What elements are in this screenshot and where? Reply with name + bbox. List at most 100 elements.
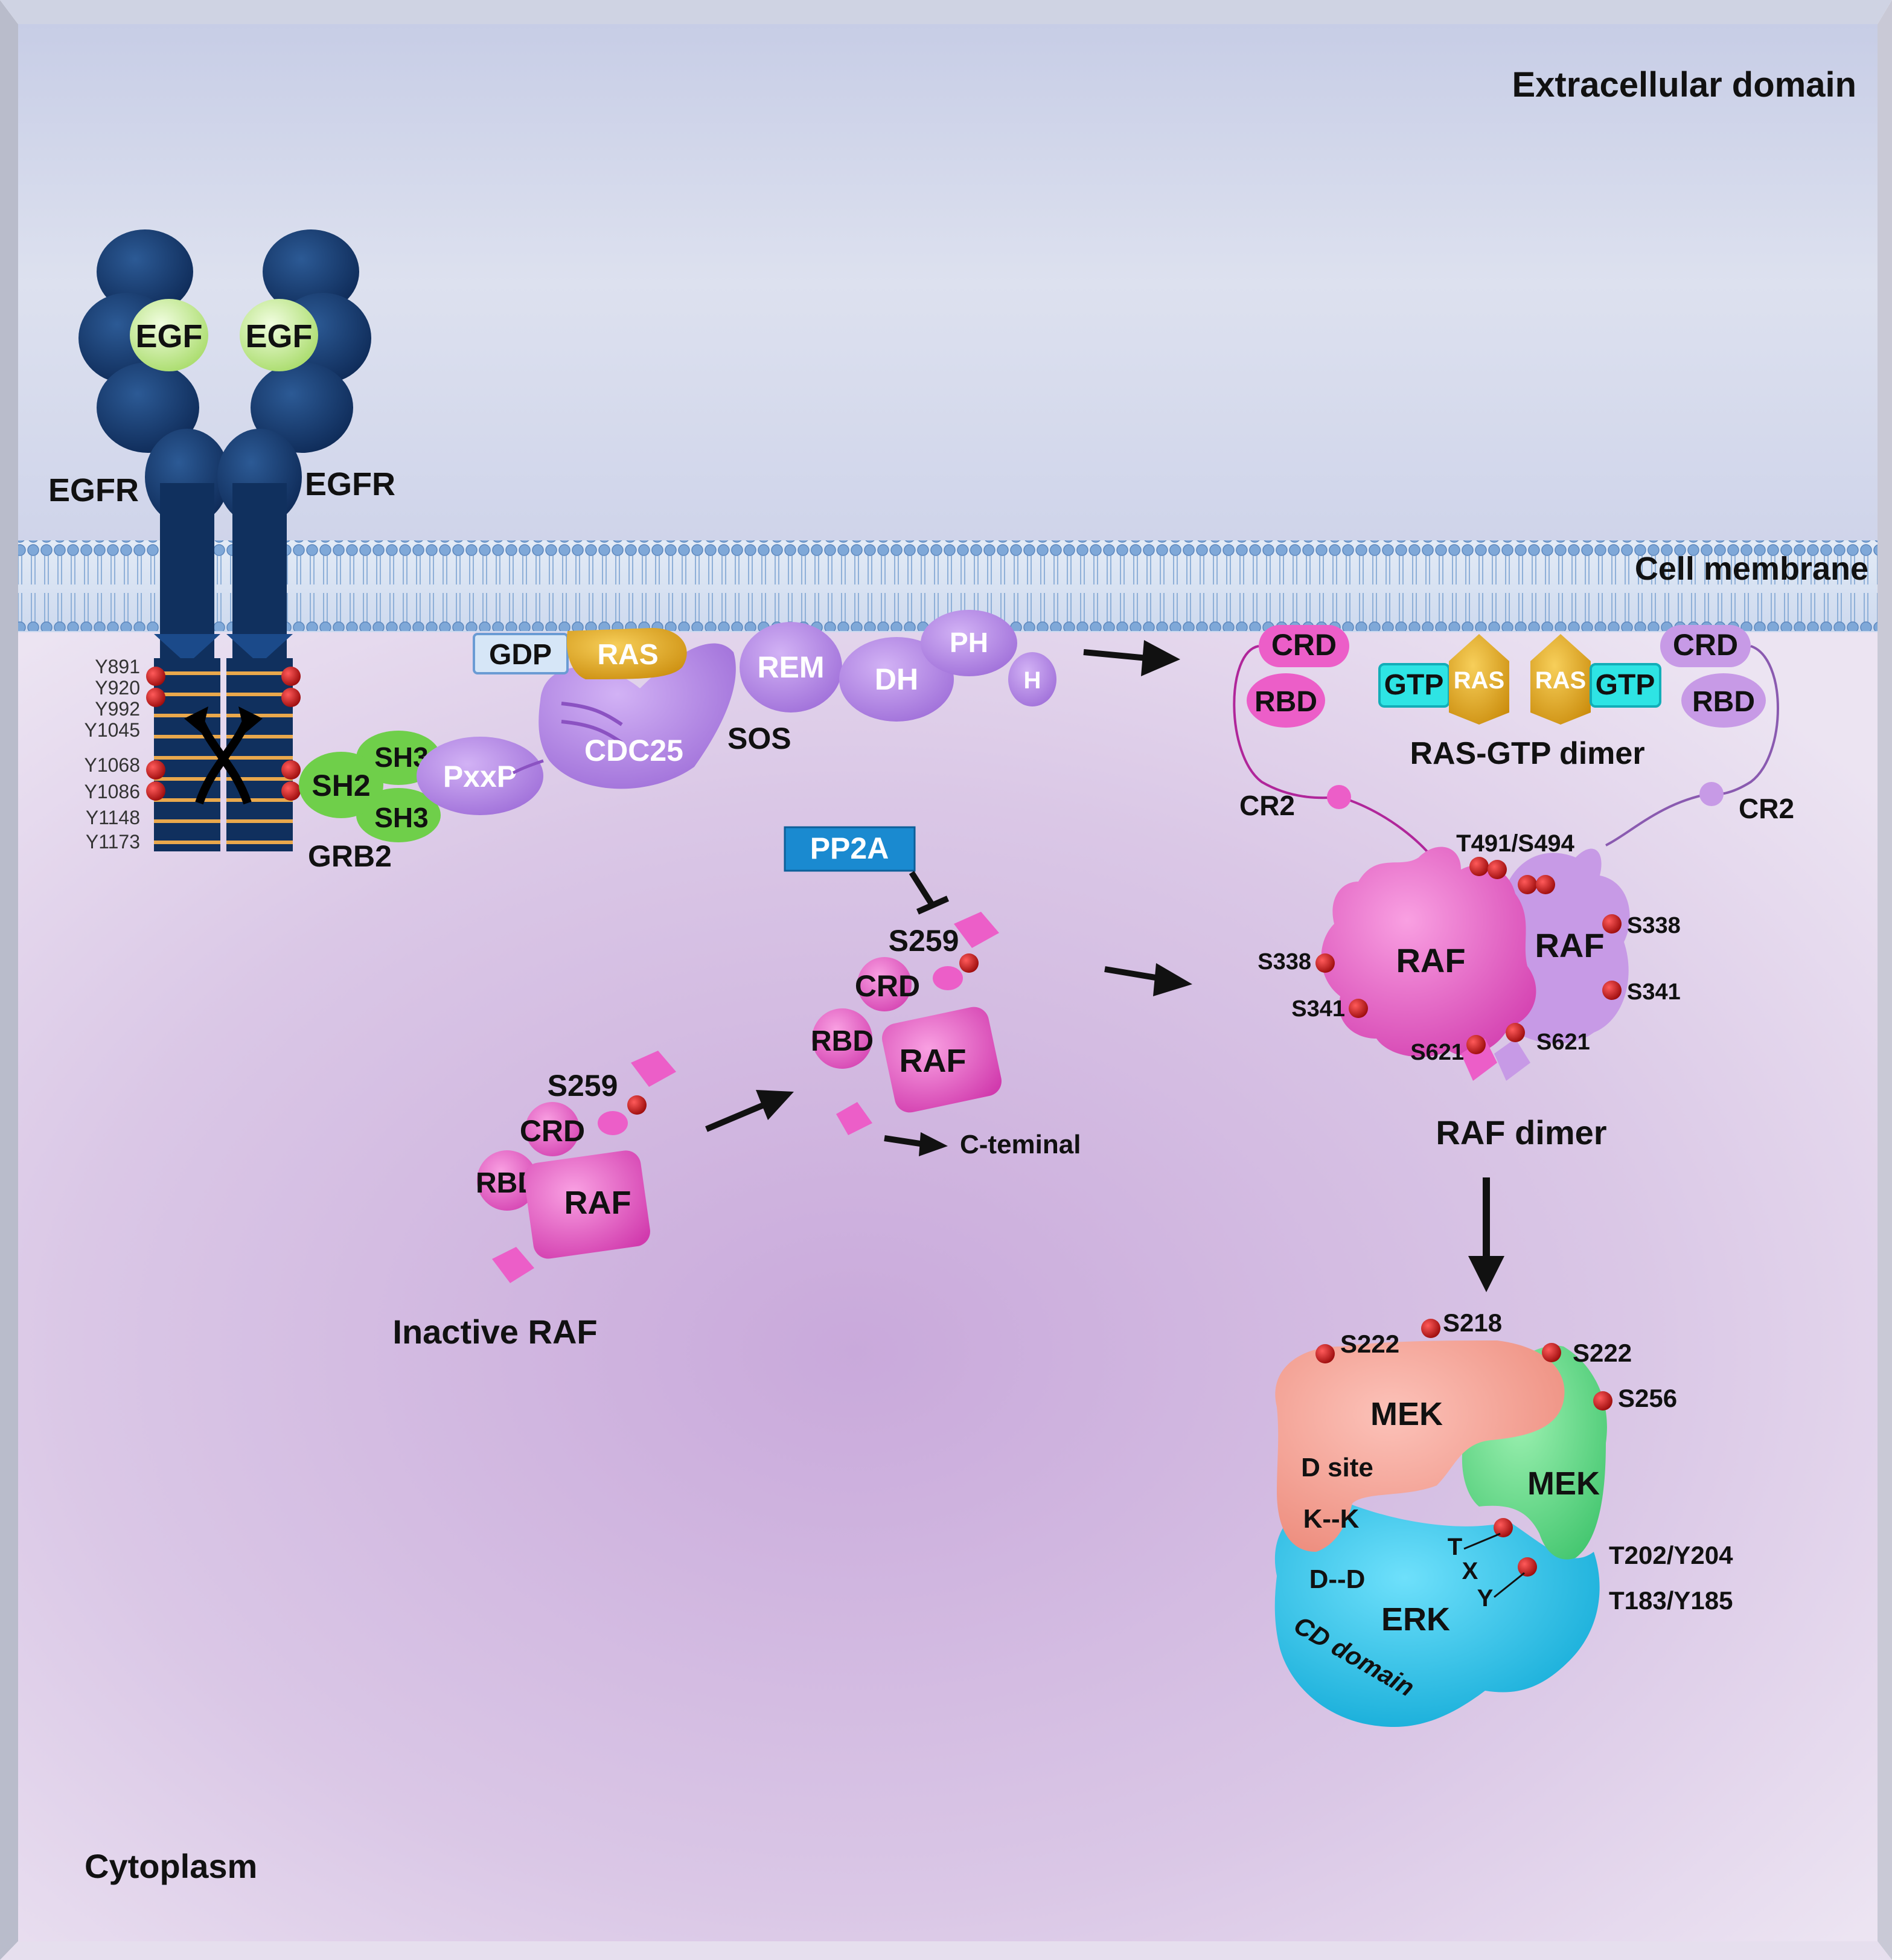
- sos-label: SOS: [727, 722, 791, 755]
- pp2a-inhibition-bar: [916, 895, 950, 915]
- cytoplasm-label: Cytoplasm: [85, 1847, 257, 1885]
- raf-mid-cube-top: [954, 912, 999, 948]
- raf-mid-cterm-label: C-teminal: [960, 1130, 1081, 1159]
- sos-complex: PxxP CDC25 REM DH PH H SOS GDP RAS: [417, 610, 1056, 815]
- erk-dd-label: D--D: [1309, 1564, 1366, 1594]
- raf-mid-s259-dot: [959, 953, 979, 973]
- raf-mid-crd: [857, 957, 912, 1011]
- grb2-adaptor: SH2 SH3 SH3 GRB2: [299, 731, 441, 873]
- sos-linker: [512, 759, 544, 775]
- raf-right-rbd: [1681, 673, 1766, 728]
- raf-left-crd-label: CRD: [1271, 628, 1337, 662]
- raf-mid-s259-label: S259: [889, 924, 959, 958]
- mek-kk-label: K--K: [1303, 1504, 1360, 1534]
- tyrosine-site-y891: Y891: [95, 656, 140, 677]
- frame-bevel-left: [0, 0, 18, 1960]
- gtp-right-label: GTP: [1596, 669, 1655, 701]
- mek-left-label: MEK: [1370, 1396, 1443, 1432]
- mek-site-s218: S218: [1443, 1308, 1502, 1337]
- tyrosine-site-y1148: Y1148: [86, 807, 140, 828]
- raf-inactive-s259-label: S259: [548, 1069, 618, 1103]
- raf-inactive-crd-label: CRD: [520, 1114, 585, 1148]
- membrane-label: Cell membrane: [1635, 551, 1868, 587]
- arrow-raf-to-mek: [1468, 1177, 1504, 1292]
- egfr-left-lobe-1: [97, 229, 193, 314]
- raf-right-s338: S338: [1627, 913, 1681, 938]
- raf-right-crd-label: CRD: [1673, 628, 1738, 662]
- raf-intermediate: S259 CRD RBD RAF C-teminal: [811, 912, 1081, 1159]
- sos-ph-label: PH: [950, 627, 988, 658]
- erk-y-link: [1494, 1572, 1525, 1598]
- cross-arrowhead-left: [184, 706, 208, 734]
- raf-inactive-kinase: [524, 1150, 650, 1259]
- tyrosine-site-y1068: Y1068: [84, 754, 140, 776]
- pp2a: PP2A: [784, 826, 950, 915]
- egfr-left-kinase-top: [154, 634, 220, 664]
- raf-right-cr2-label: CR2: [1739, 793, 1794, 824]
- mek-right-label: MEK: [1527, 1465, 1600, 1502]
- sos-dh: [839, 637, 954, 722]
- mek-site-s222-right: S222: [1573, 1339, 1632, 1367]
- raf-left-rbd: [1247, 673, 1325, 728]
- raf-mid-linker-bead: [933, 966, 963, 990]
- raf-inactive-kinase-label: RAF: [564, 1185, 631, 1221]
- gtp-left-label: GTP: [1384, 669, 1444, 701]
- tyrosine-site-labels: Y891 Y920 Y992 Y1045 Y1068 Y1086 Y1148 Y…: [84, 656, 140, 853]
- mek-site-s222-left: S222: [1340, 1330, 1399, 1358]
- egfr-right-label: EGFR: [305, 466, 395, 502]
- raf-mid-rbd: [812, 1008, 872, 1069]
- erk-x-label: X: [1462, 1558, 1478, 1584]
- sos-rem: [740, 622, 842, 713]
- raf-right-linker: [1605, 645, 1779, 847]
- raf-left-s341: S341: [1291, 996, 1345, 1022]
- egfr-left-label: EGFR: [48, 472, 139, 508]
- pp2a-label: PP2A: [810, 831, 889, 865]
- ras-gdp: [566, 628, 687, 679]
- tyrosine-site-y920: Y920: [95, 677, 140, 699]
- cytoplasm-region: [18, 631, 1878, 1941]
- egf-right-label: EGF: [245, 318, 312, 354]
- frame-bevel-right: [1878, 0, 1892, 1960]
- arrow-raf-to-dimer: [1104, 963, 1192, 996]
- erk-site-t183-y185: T183/Y185: [1609, 1586, 1733, 1615]
- transphosphorylation-arrows: [195, 717, 252, 805]
- ras-gdp-label: RAS: [597, 639, 658, 671]
- raf-right-rbd-label: RBD: [1692, 686, 1755, 718]
- gdp-label: GDP: [489, 639, 552, 671]
- raf-dimer-n-terminal: CRD RBD CR2 CRD RBD CR2: [1233, 625, 1794, 865]
- raf-mid-cterm-arrowhead: [919, 1132, 948, 1156]
- tyrosine-site-y1045: Y1045: [84, 719, 140, 741]
- erk-y-label: Y: [1477, 1585, 1494, 1612]
- raf-left-rbd-label: RBD: [1254, 686, 1317, 718]
- erk-site-t202-y204: T202/Y204: [1609, 1541, 1733, 1569]
- raf-mid-rbd-label: RBD: [811, 1025, 874, 1057]
- ras-gtp-dimer: GTP RAS RAS GTP RAS-GTP dimer: [1378, 634, 1661, 771]
- raf-left-cr2-label: CR2: [1239, 790, 1295, 821]
- raf-inactive-cube-top: [631, 1051, 676, 1087]
- sos-cdc25-helices: [561, 702, 623, 745]
- raf-dimer-label: RAF dimer: [1436, 1113, 1606, 1151]
- raf-right-crd: [1660, 625, 1751, 667]
- raf-inactive-label: Inactive RAF: [392, 1313, 597, 1351]
- mek-left: [1275, 1340, 1565, 1552]
- egfr-right-kinase: [226, 658, 293, 851]
- raf-right-cterm-cube: [1494, 1039, 1530, 1081]
- ras-gtp-dimer-label: RAS-GTP dimer: [1410, 736, 1644, 771]
- sos-rem-label: REM: [757, 650, 824, 684]
- ras-right: [1530, 634, 1591, 725]
- raf-mid-kinase-label: RAF: [900, 1043, 967, 1079]
- grb2-sh3-bottom-label: SH3: [374, 802, 428, 833]
- grb2-label: GRB2: [308, 839, 392, 873]
- raf-left-kinase: [1321, 847, 1536, 1057]
- raf-left-linker: [1233, 645, 1438, 865]
- sos-h-label: H: [1024, 667, 1041, 694]
- arrow-sos-to-ras-gtp: [1083, 640, 1180, 676]
- raf-inactive-cube-bottom: [492, 1247, 534, 1283]
- raf-mid-cterm-arrow: [884, 1135, 924, 1147]
- raf-right-s341: S341: [1627, 979, 1681, 1005]
- egf-ligand-left: [130, 299, 208, 371]
- raf-inactive-rbd: [477, 1150, 537, 1211]
- sos-ph: [921, 610, 1017, 676]
- tyrosine-site-y1173: Y1173: [86, 831, 140, 853]
- erk: [1274, 1497, 1600, 1727]
